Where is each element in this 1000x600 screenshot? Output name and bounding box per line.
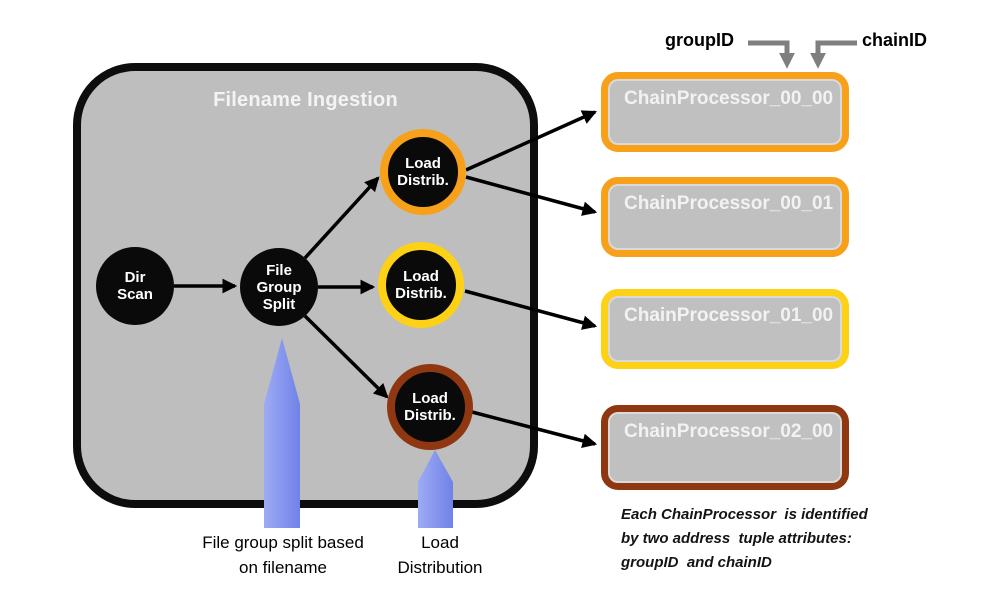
node-dir-scan-label-line1: Dir bbox=[124, 269, 146, 286]
identity-annotation: Each ChainProcessor is identified by two… bbox=[621, 503, 901, 575]
node-fgs-label-line2: Group bbox=[256, 278, 302, 296]
split-annotation: File group split based on filename bbox=[158, 530, 408, 580]
node-load-distrib-group01: Load Distrib. bbox=[378, 242, 464, 328]
blue-pointer-file-group-split bbox=[264, 338, 300, 528]
node-ld3-label-line1: Load bbox=[412, 390, 448, 407]
load-annotation-line2: Distribution bbox=[397, 558, 483, 577]
filename-ingestion-title: Filename Ingestion bbox=[213, 89, 398, 111]
chainprocessor-02-00-box: ChainProcessor_02_00 bbox=[601, 405, 849, 490]
arrow-split-to-loaddistrib-brown bbox=[303, 314, 389, 399]
arrow-to-chainprocessor-01-00 bbox=[464, 289, 598, 330]
chainprocessor-01-00-label: ChainProcessor_01_00 bbox=[624, 305, 834, 326]
split-annotation-line2: on filename bbox=[239, 558, 327, 577]
chainprocessor-00-00-label: ChainProcessor_00_00 bbox=[624, 88, 834, 109]
node-ld1-label-line1: Load bbox=[405, 155, 441, 172]
chainid-label: chainID bbox=[862, 30, 928, 50]
node-load-distrib-group00: Load Distrib. bbox=[380, 129, 466, 215]
blue-pointer-load-distribution bbox=[418, 450, 453, 528]
node-ld2-label-line2: Distrib. bbox=[395, 285, 447, 302]
chainprocessor-00-01-label: ChainProcessor_00_01 bbox=[624, 193, 834, 214]
chainid-connector-arrow bbox=[809, 40, 857, 69]
identity-annotation-line1: Each ChainProcessor is identified bbox=[621, 506, 868, 523]
load-annotation-line1: Load bbox=[421, 533, 459, 552]
chainprocessor-02-00-label: ChainProcessor_02_00 bbox=[624, 421, 834, 442]
identity-annotation-line3: groupID and chainID bbox=[621, 554, 772, 571]
node-fgs-label-line3: Split bbox=[262, 295, 296, 313]
node-file-group-split: File Group Split bbox=[240, 248, 318, 326]
node-ld1-label-line2: Distrib. bbox=[397, 172, 449, 189]
node-dir-scan: Dir Scan bbox=[96, 247, 174, 325]
arrow-to-chainprocessor-00-01 bbox=[465, 175, 598, 216]
chainprocessor-01-00-box: ChainProcessor_01_00 bbox=[601, 289, 849, 369]
node-dir-scan-label-line2: Scan bbox=[117, 286, 153, 303]
identity-annotation-line2: by two address tuple attributes: bbox=[621, 530, 852, 547]
groupid-connector-arrow bbox=[748, 40, 796, 69]
groupid-label: groupID bbox=[665, 30, 734, 50]
load-annotation: Load Distribution bbox=[360, 530, 520, 580]
node-ld2-label-line1: Load bbox=[403, 268, 439, 285]
node-fgs-label-line1: File bbox=[266, 261, 292, 279]
node-load-distrib-group02: Load Distrib. bbox=[387, 364, 473, 450]
split-annotation-line1: File group split based bbox=[202, 533, 364, 552]
arrow-split-to-loaddistrib-orange bbox=[303, 176, 380, 260]
arrow-to-chainprocessor-02-00 bbox=[471, 410, 598, 448]
arrow-to-chainprocessor-00-00 bbox=[465, 110, 598, 172]
chainprocessor-00-01-box: ChainProcessor_00_01 bbox=[601, 177, 849, 257]
node-ld3-label-line2: Distrib. bbox=[404, 407, 456, 424]
chainprocessor-00-00-box: ChainProcessor_00_00 bbox=[601, 72, 849, 152]
